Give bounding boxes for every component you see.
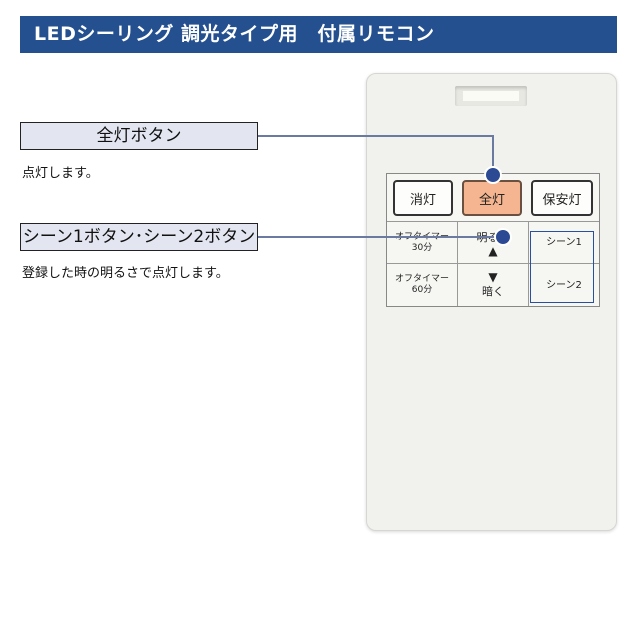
scene-2-button[interactable]: シーン2 bbox=[546, 279, 582, 291]
full-light-callout-dot bbox=[484, 166, 502, 184]
keypad-divider bbox=[457, 221, 458, 306]
keypad-divider bbox=[387, 221, 599, 222]
keypad-divider bbox=[528, 221, 529, 306]
keypad-divider bbox=[387, 263, 599, 264]
scene-buttons-label: シーン1ボタン･シーン2ボタン bbox=[20, 223, 258, 251]
off-timer-60-minutes: 60分 bbox=[411, 285, 433, 295]
off-timer-60-label: オフタイマー bbox=[394, 274, 449, 284]
triangle-up-icon: ▲ bbox=[488, 243, 498, 258]
scene-buttons-highlight bbox=[530, 231, 594, 303]
full-light-description: 点灯します。 bbox=[22, 166, 99, 181]
off-timer-30-button[interactable]: オフタイマー 30分 bbox=[387, 222, 457, 263]
off-timer-30-minutes: 30分 bbox=[411, 242, 433, 253]
scene-leader-line bbox=[258, 236, 504, 238]
full-light-button[interactable]: 全灯 bbox=[462, 180, 522, 216]
night-light-button[interactable]: 保安灯 bbox=[531, 180, 593, 216]
ir-sensor-lens bbox=[463, 91, 519, 101]
remote-keypad: 消灯 全灯 保安灯 オフタイマー 30分 明るく ▲ シーン1 オフタイマー 6… bbox=[386, 173, 600, 307]
darker-label: 暗く bbox=[482, 285, 504, 298]
full-light-button-label: 全灯ボタン bbox=[20, 122, 258, 150]
full-light-leader-line bbox=[492, 135, 494, 177]
ir-sensor-window bbox=[455, 86, 527, 106]
scene-callout-dot bbox=[494, 228, 512, 246]
scene-buttons-description: 登録した時の明るさで点灯します。 bbox=[22, 266, 229, 281]
off-button[interactable]: 消灯 bbox=[393, 180, 453, 216]
remote-control: 消灯 全灯 保安灯 オフタイマー 30分 明るく ▲ シーン1 オフタイマー 6… bbox=[366, 73, 617, 531]
off-timer-60-button[interactable]: オフタイマー 60分 bbox=[387, 264, 457, 306]
brighter-button[interactable]: 明るく ▲ bbox=[458, 222, 528, 263]
scene-1-button[interactable]: シーン1 bbox=[546, 237, 582, 248]
page-title: LEDシーリング 調光タイプ用 付属リモコン bbox=[20, 16, 617, 53]
triangle-down-icon: ▼ bbox=[488, 270, 498, 284]
darker-button[interactable]: ▼ 暗く bbox=[458, 264, 528, 306]
full-light-leader-line bbox=[258, 135, 494, 137]
